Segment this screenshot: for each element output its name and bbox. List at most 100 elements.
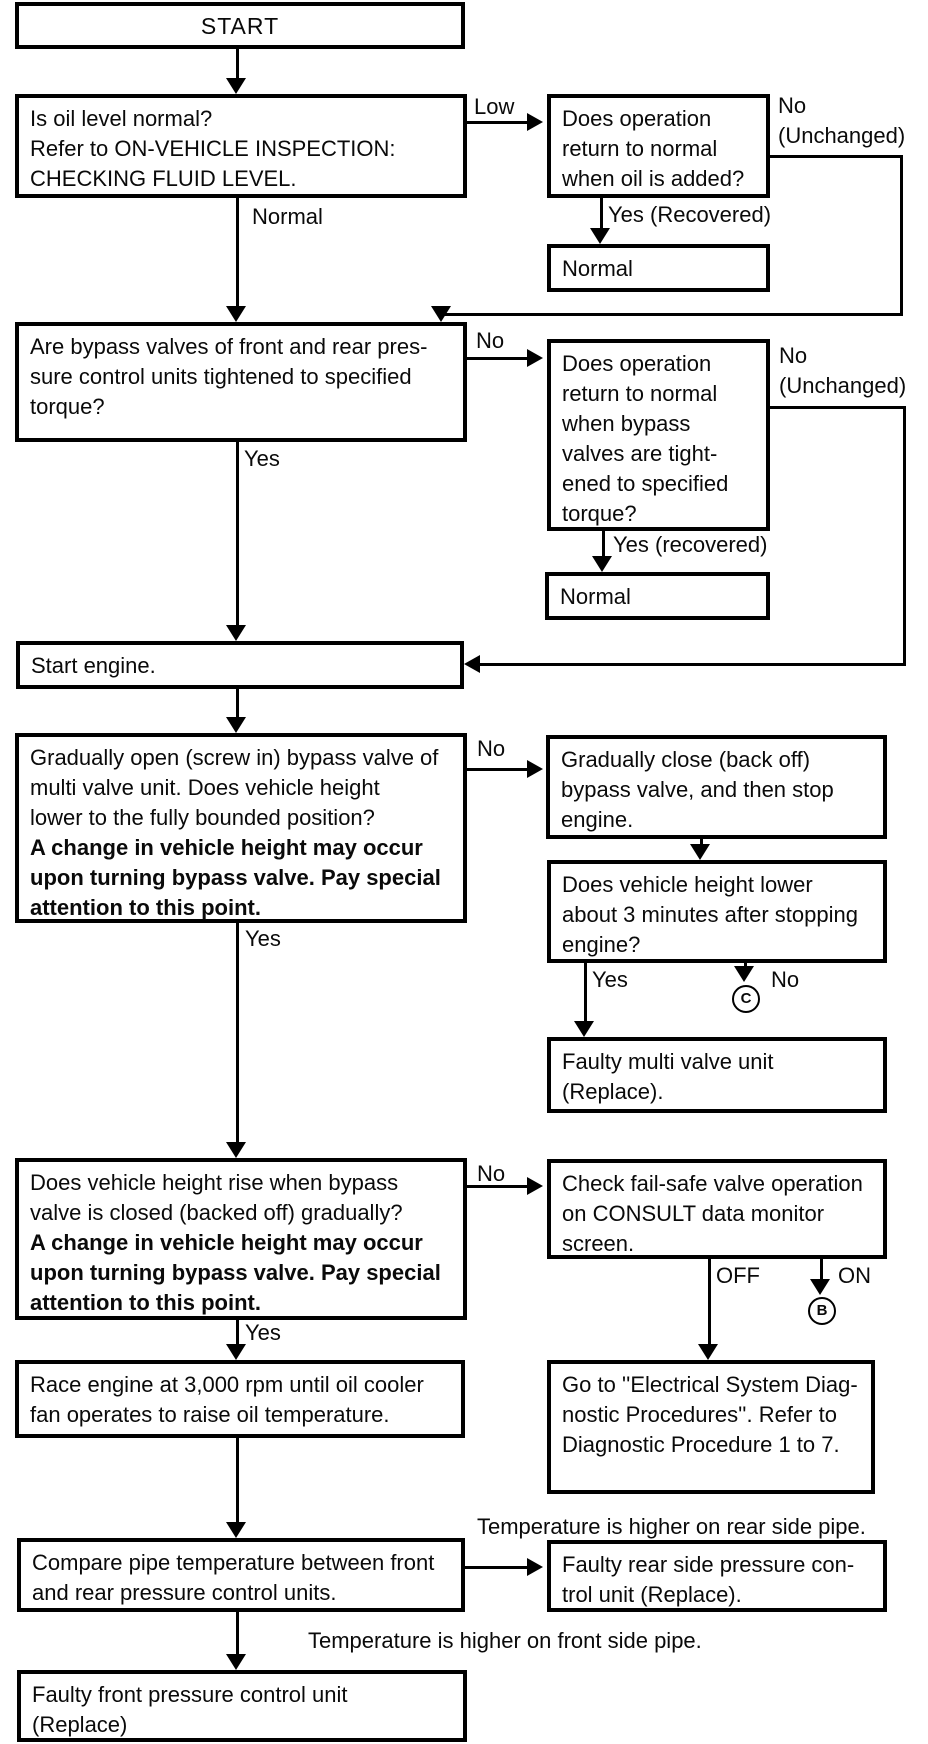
- text-line: CHECKING FLUID LEVEL.: [30, 166, 297, 191]
- connector-no-open: [467, 768, 529, 771]
- flow-box-start-label: START: [200, 12, 280, 39]
- arrowhead-left-icon: [464, 655, 480, 673]
- text-line: Check fail-safe valve operation: [562, 1171, 863, 1196]
- text-line: Diagnostic Procedure 1 to 7.: [562, 1432, 840, 1457]
- text-line: Race engine at 3,000 rpm until oil coole…: [30, 1372, 424, 1397]
- text-line: Does operation: [562, 106, 712, 131]
- text-line: lower to the fully bounded position?: [30, 805, 375, 830]
- flow-box-normal-1: Normal: [547, 244, 770, 292]
- text-line: on CONSULT data monitor: [562, 1201, 825, 1226]
- connector-no-bypass: [467, 357, 529, 360]
- text-line-bold: upon turning bypass valve. Pay special: [30, 865, 441, 890]
- connector-yes-height-lower: [584, 963, 587, 1023]
- text-line: Compare pipe temperature between front: [32, 1550, 435, 1575]
- connector-on: [820, 1259, 823, 1281]
- connector-yes-height-rise: [236, 1320, 239, 1346]
- connector-temp-rear: [465, 1566, 529, 1569]
- flow-box-start: START: [15, 2, 465, 49]
- edge-label-no-4: No: [477, 736, 506, 761]
- text-line: Faulty multi valve unit: [562, 1049, 774, 1074]
- text-line: ened to specified: [562, 471, 729, 496]
- edge-label-yes-recovered-1: Yes (Recovered): [608, 202, 772, 227]
- edge-label-no-2: No: [476, 328, 505, 353]
- edge-label-yes-2: Yes: [245, 926, 281, 951]
- text-line: valves are tight-: [562, 441, 718, 466]
- connector-off: [708, 1259, 711, 1346]
- text-line: engine.: [561, 807, 634, 832]
- arrowhead-down-icon: [226, 306, 246, 322]
- edge-label-unchanged-2: (Unchanged): [779, 373, 907, 398]
- arrowhead-down-icon: [574, 1021, 594, 1037]
- edge-label-unchanged-1: (Unchanged): [778, 123, 906, 148]
- text-line: Gradually close (back off): [561, 747, 811, 772]
- text-line-bold: attention to this point.: [30, 895, 261, 920]
- text-line: return to normal: [562, 381, 718, 406]
- arrowhead-right-icon: [527, 349, 543, 367]
- edge-label-no-6: No: [477, 1161, 506, 1186]
- text-line: Refer to ON-VEHICLE INSPECTION:: [30, 136, 396, 161]
- text-line: torque?: [30, 394, 105, 419]
- edge-label-normal: Normal: [252, 204, 323, 229]
- edge-label-no-3: No: [779, 343, 808, 368]
- text-line: Normal: [562, 256, 633, 281]
- text-line-bold: attention to this point.: [30, 1290, 261, 1315]
- text-line: Does operation: [562, 351, 712, 376]
- text-line: Go to ''Electrical System Diag-: [562, 1372, 858, 1397]
- flow-box-faulty-front: Faulty front pressure control unit (Repl…: [17, 1670, 467, 1742]
- connector-no-unchanged-1b: [900, 155, 903, 316]
- text-line: (Replace): [32, 1712, 128, 1737]
- flow-box-q-bypass-torque: Are bypass valves of front and rear pres…: [15, 322, 467, 442]
- text-line: Faulty rear side pressure con-: [562, 1552, 855, 1577]
- text-line: Does vehicle height lower: [562, 872, 813, 897]
- text-line: Faulty front pressure control unit: [32, 1682, 348, 1707]
- text-line-bold: upon turning bypass valve. Pay special: [30, 1260, 441, 1285]
- flow-box-normal-2: Normal: [545, 572, 770, 620]
- arrowhead-right-icon: [527, 113, 543, 131]
- edge-label-yes-1: Yes: [244, 446, 280, 471]
- arrowhead-down-icon: [226, 1522, 246, 1538]
- edge-label-yes-4: Yes: [245, 1320, 281, 1345]
- arrowhead-down-icon: [226, 1344, 246, 1360]
- text-line: engine?: [562, 932, 641, 957]
- text-line: and rear pressure control units.: [32, 1580, 337, 1605]
- text-line: (Replace).: [562, 1079, 664, 1104]
- text-line: when oil is added?: [562, 166, 745, 191]
- ref-letter-c: C: [740, 990, 752, 1007]
- arrowhead-right-icon: [527, 760, 543, 778]
- flow-box-goto-electrical: Go to ''Electrical System Diag- nostic P…: [547, 1360, 875, 1494]
- flow-box-q-height-lower: Does vehicle height lower about 3 minute…: [547, 860, 887, 963]
- arrowhead-right-icon: [527, 1177, 543, 1195]
- text-line: valve is closed (backed off) gradually?: [30, 1200, 403, 1225]
- connector-no-unchanged-1c: [441, 313, 903, 316]
- connector-start-to-q-oil: [236, 49, 239, 86]
- text-line: fan operates to raise oil temperature.: [30, 1402, 390, 1427]
- connector-no-unchanged-2a: [770, 406, 906, 409]
- arrowhead-down-icon: [226, 1142, 246, 1158]
- edge-label-on: ON: [838, 1263, 871, 1288]
- text-line: Start engine.: [31, 653, 156, 678]
- connector-race-down: [236, 1438, 239, 1524]
- flow-box-q-bypass-return: Does operation return to normal when byp…: [547, 339, 770, 531]
- arrowhead-down-icon: [226, 717, 246, 733]
- connector-no-unchanged-2b: [903, 406, 906, 666]
- connector-close-down: [700, 839, 703, 847]
- connector-yes-recovered-1: [600, 198, 603, 230]
- edge-label-temp-front: Temperature is higher on front side pipe…: [308, 1628, 702, 1653]
- text-line: Are bypass valves of front and rear pres…: [30, 334, 428, 359]
- flow-box-close-bypass: Gradually close (back off) bypass valve,…: [546, 735, 887, 839]
- text-line: about 3 minutes after stopping: [562, 902, 858, 927]
- connector-yes-recovered-2: [602, 531, 605, 558]
- arrowhead-down-icon: [734, 966, 754, 982]
- arrowhead-down-icon: [226, 625, 246, 641]
- connector-no-height-lower: [744, 963, 747, 968]
- connector-no-unchanged-1a: [770, 155, 903, 158]
- arrowhead-down-icon: [431, 306, 451, 322]
- ref-circle-c: C: [732, 985, 760, 1013]
- connector-no-unchanged-2c: [478, 663, 906, 666]
- text-line: when bypass: [562, 411, 691, 436]
- flow-box-start-engine: Start engine.: [16, 641, 464, 689]
- connector-temp-front: [236, 1612, 239, 1656]
- text-line: return to normal: [562, 136, 718, 161]
- flow-box-faulty-rear: Faulty rear side pressure con- trol unit…: [547, 1540, 887, 1612]
